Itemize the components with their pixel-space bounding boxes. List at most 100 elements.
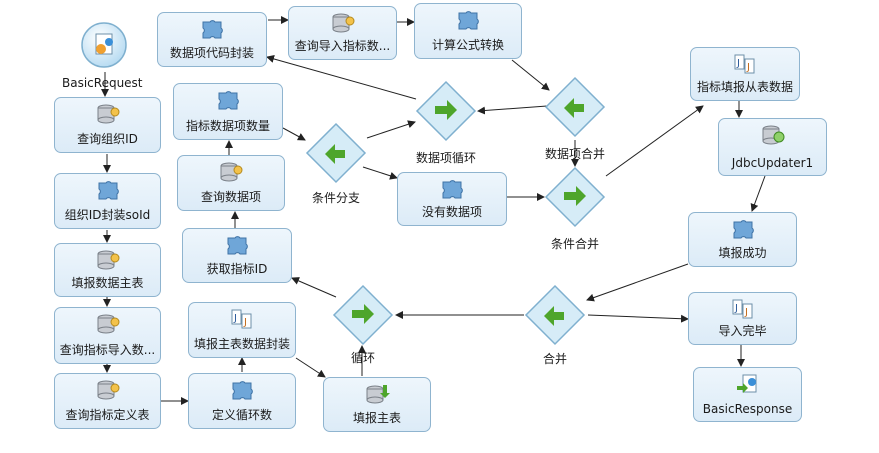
database-import-icon	[366, 385, 390, 404]
puzzle-icon	[458, 11, 479, 30]
edge-branch-to-nodata	[362, 166, 398, 180]
edge-itemmerge-to-itemloop	[477, 105, 548, 115]
document-arrow-icon	[736, 374, 756, 393]
database-search-icon	[97, 314, 119, 334]
gateway-label: 合并	[542, 352, 567, 366]
database-search-icon	[97, 104, 119, 124]
puzzle-icon	[98, 181, 119, 200]
basic-request-label: BasicRequest	[62, 76, 143, 90]
puzzle-icon	[227, 236, 248, 255]
puzzle-icon	[218, 91, 239, 110]
task-data-code-wrap[interactable]: 数据项代码封装	[157, 12, 267, 67]
task-org-id-wrap[interactable]: 组织ID封装soId	[54, 173, 161, 229]
merge-arrow-icon	[415, 80, 477, 142]
task-query-indicator-import[interactable]: 查询指标导入数...	[54, 307, 161, 364]
java-icon: J J	[732, 299, 752, 319]
edge-jdbc-to-success	[750, 175, 766, 212]
task-import-done[interactable]: J J 导入完毕	[688, 292, 797, 345]
task-label: 填报成功	[718, 246, 767, 260]
gateway-label: 数据项循环	[415, 151, 476, 165]
split-arrow-icon	[305, 122, 367, 184]
task-label: 获取指标ID	[206, 262, 268, 276]
task-fill-main[interactable]: 填报主表	[323, 377, 431, 432]
task-jdbc-updater[interactable]: JdbcUpdater1	[718, 118, 827, 176]
task-define-loop-count[interactable]: 定义循环数	[188, 373, 296, 429]
task-label: 组织ID封装soId	[64, 208, 151, 222]
java-icon: J J	[734, 54, 755, 74]
database-search-icon	[332, 13, 354, 33]
database-search-icon	[97, 250, 119, 270]
task-label: 查询指标定义表	[65, 408, 150, 422]
basic-request-event[interactable]	[79, 20, 129, 70]
task-label: 导入完毕	[718, 324, 767, 338]
gateway-loop[interactable]	[332, 284, 394, 346]
task-query-indicator-def[interactable]: 查询指标定义表	[54, 373, 161, 429]
gateway-data-item-merge[interactable]	[544, 76, 606, 138]
edge-loop-to-getid	[291, 277, 337, 298]
merge-arrow-icon	[332, 284, 394, 346]
task-no-data-items[interactable]: 没有数据项	[397, 172, 507, 226]
task-indicator-item-count[interactable]: 指标数据项数量	[173, 83, 283, 140]
database-search-icon	[220, 162, 243, 182]
puzzle-icon	[202, 20, 223, 39]
puzzle-icon	[232, 381, 253, 400]
task-indicator-fill-sub[interactable]: J J 指标填报从表数据	[690, 47, 800, 101]
edge-formula-to-itemmerge	[511, 59, 550, 91]
task-label: BasicResponse	[702, 402, 793, 416]
edge-count-to-branch	[282, 127, 306, 141]
database-search-icon	[97, 380, 119, 400]
svg-text:J: J	[243, 317, 247, 328]
task-label: 填报主表数据封装	[193, 337, 290, 351]
task-label: 填报主表	[352, 411, 401, 425]
task-query-import-indicator[interactable]: 查询导入指标数...	[288, 6, 397, 60]
edge-mainwrap-to-fillmain	[295, 357, 326, 378]
task-label: 指标数据项数量	[185, 119, 270, 133]
task-fill-main-table[interactable]: 填报数据主表	[54, 243, 161, 297]
task-label: 没有数据项	[421, 205, 482, 219]
edge-success-to-merge	[586, 263, 689, 302]
gateway-condition-merge[interactable]	[544, 166, 606, 228]
edge-branch-to-itemloop	[366, 120, 416, 139]
gateway-label: 条件合并	[550, 237, 599, 251]
task-label: 定义循环数	[211, 408, 272, 422]
gateway-merge[interactable]	[524, 284, 586, 346]
gateway-label: 条件分支	[311, 191, 360, 205]
svg-text:J: J	[744, 307, 748, 318]
puzzle-icon	[442, 180, 463, 199]
task-label: JdbcUpdater1	[731, 156, 814, 170]
task-label: 数据项代码封装	[169, 46, 254, 60]
task-get-indicator-id[interactable]: 获取指标ID	[182, 228, 292, 283]
task-label: 查询组织ID	[77, 132, 138, 146]
task-label: 查询数据项	[200, 190, 261, 204]
gateway-condition-branch[interactable]	[305, 122, 367, 184]
document-globe-icon	[81, 22, 127, 68]
java-icon: J J	[231, 309, 252, 329]
merge-arrow-icon	[544, 166, 606, 228]
task-label: 查询指标导入数...	[59, 343, 156, 357]
svg-text:J: J	[736, 58, 740, 69]
edge-itemloop-to-codewrap	[266, 55, 417, 100]
task-query-org-id[interactable]: 查询组织ID	[54, 97, 161, 153]
task-basic-response[interactable]: BasicResponse	[693, 367, 802, 422]
split-arrow-icon	[524, 284, 586, 346]
puzzle-icon	[733, 220, 754, 239]
svg-text:J: J	[734, 303, 738, 314]
edge-condmerge-to-sub	[605, 105, 704, 177]
svg-text:J: J	[746, 62, 750, 73]
task-label: 查询导入指标数...	[294, 39, 391, 53]
task-label: 填报数据主表	[71, 276, 144, 290]
gateway-label: 循环	[350, 351, 375, 365]
database-refresh-icon	[762, 125, 784, 145]
svg-text:J: J	[233, 313, 237, 324]
split-arrow-icon	[544, 76, 606, 138]
edge-merge-to-done	[587, 314, 689, 323]
task-query-data-items[interactable]: 查询数据项	[177, 155, 285, 211]
gateway-label: 数据项合并	[544, 147, 605, 161]
task-formula-convert[interactable]: 计算公式转换	[414, 3, 522, 59]
gateway-data-item-loop[interactable]	[415, 80, 477, 142]
task-label: 计算公式转换	[431, 38, 504, 52]
task-fill-success[interactable]: 填报成功	[688, 212, 797, 267]
task-fill-main-data-wrap[interactable]: J J 填报主表数据封装	[188, 302, 296, 358]
task-label: 指标填报从表数据	[696, 80, 793, 94]
